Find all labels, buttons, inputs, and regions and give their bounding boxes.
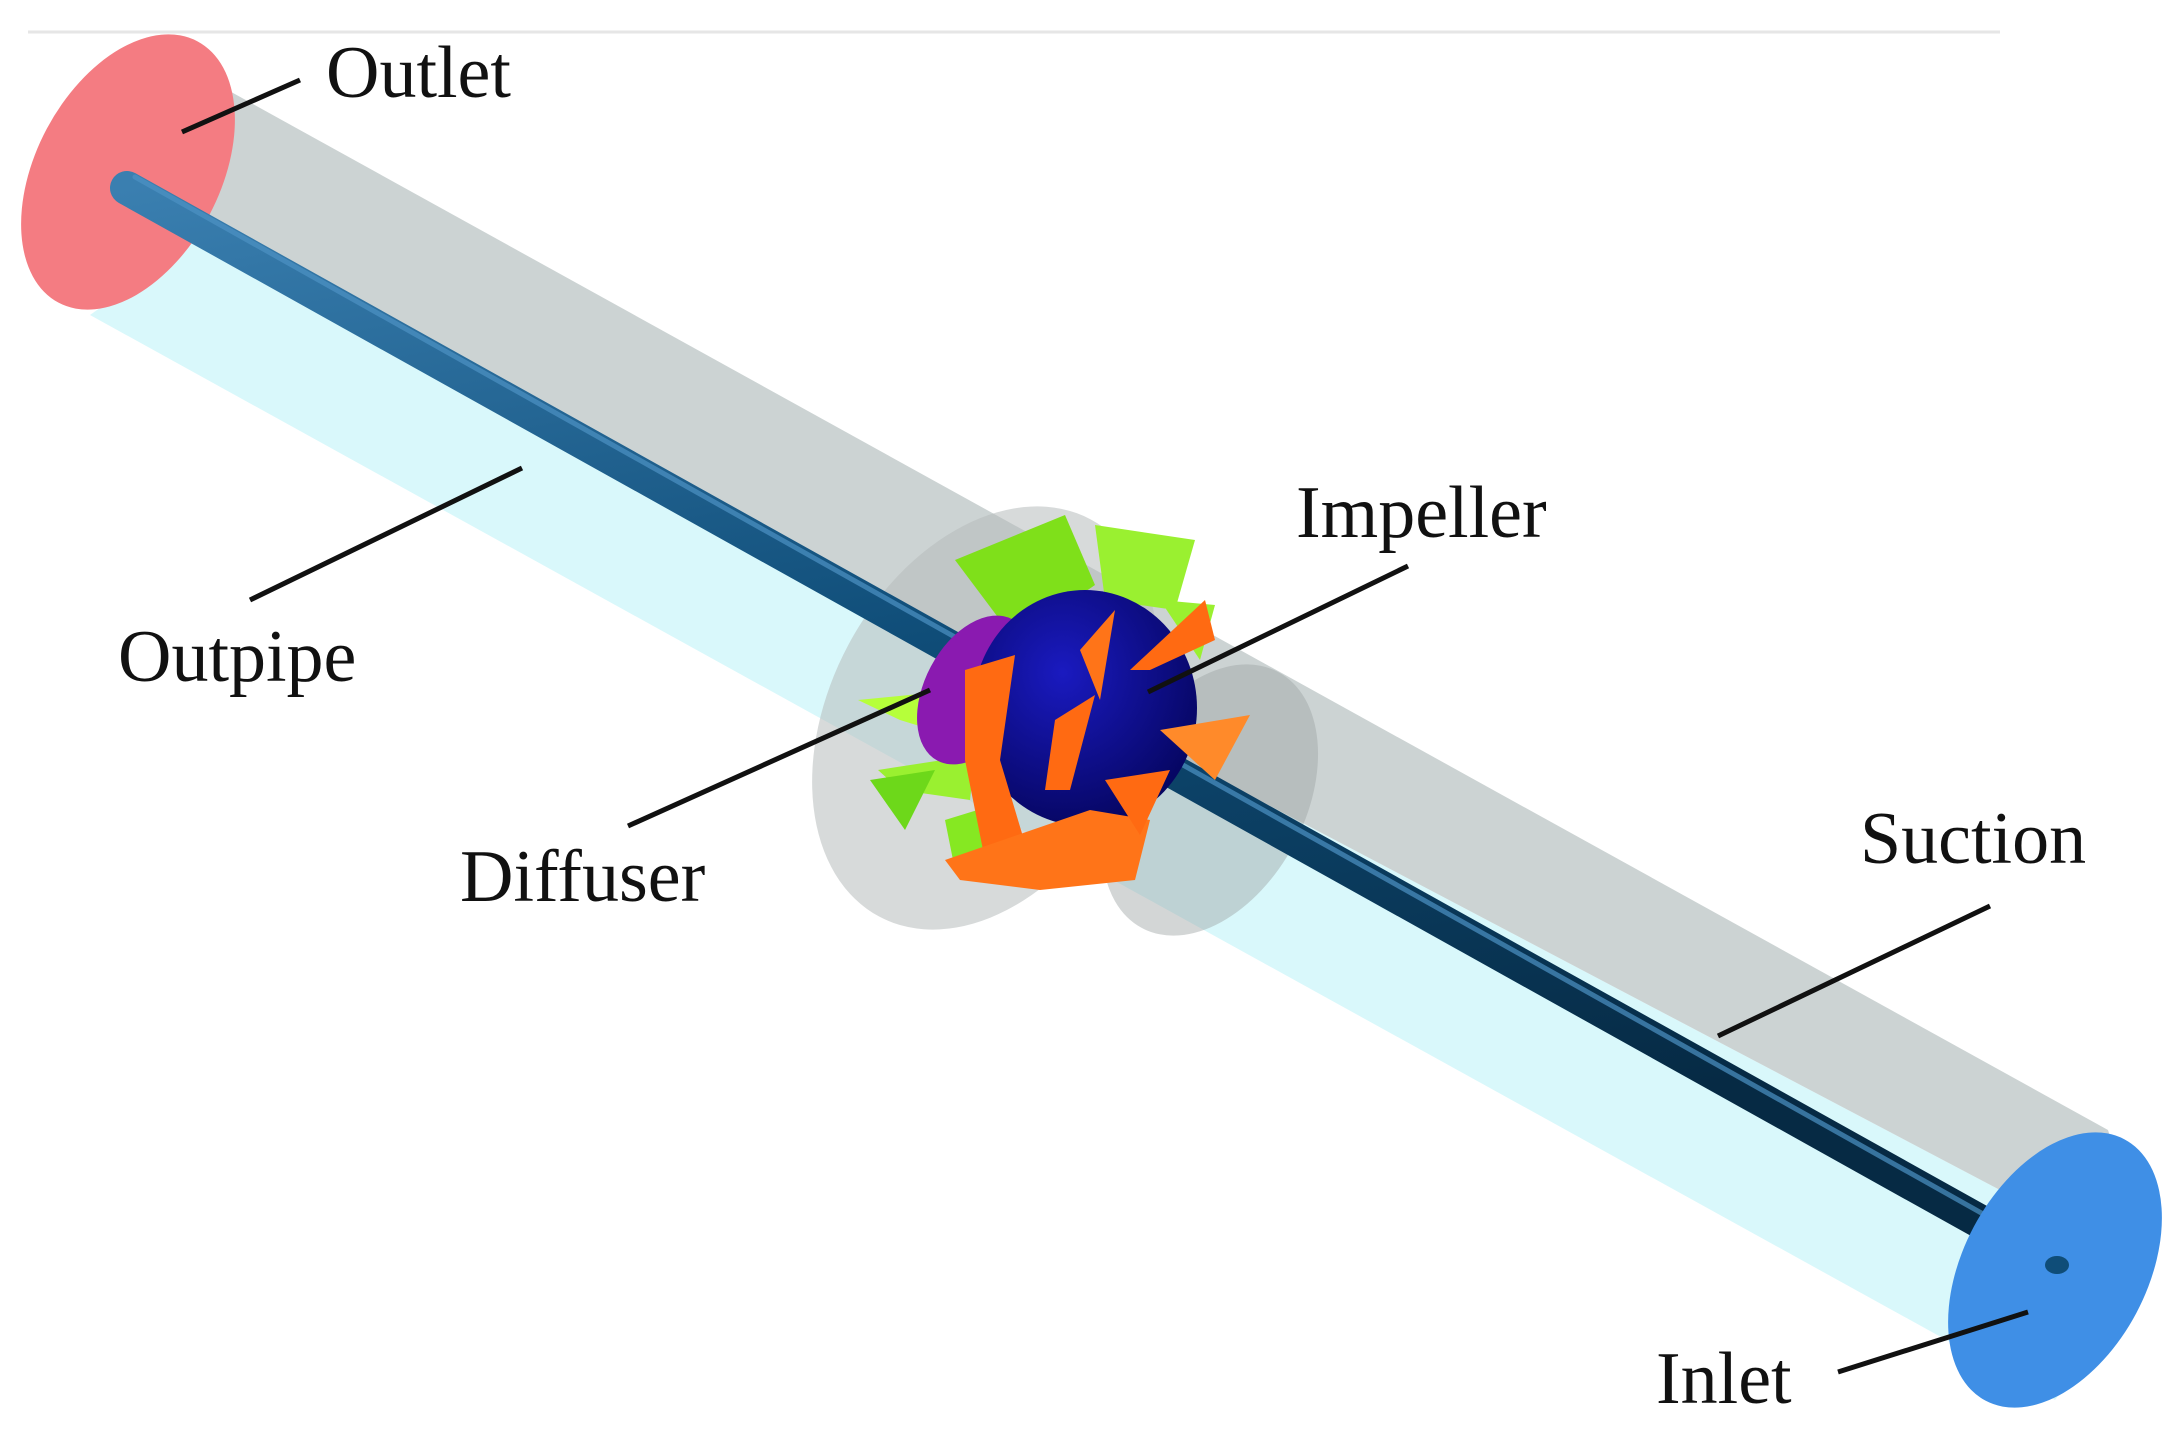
- outpipe-label: Outpipe: [118, 616, 357, 698]
- leader-line-suction: [1716, 903, 1992, 1039]
- leader-lines: [180, 77, 2029, 1375]
- outlet-label: Outlet: [326, 32, 511, 114]
- inlet-label: Inlet: [1656, 1338, 1792, 1420]
- suction-label: Suction: [1860, 798, 2087, 880]
- leader-line-inlet: [1837, 1309, 2029, 1375]
- impeller-label: Impeller: [1296, 472, 1547, 554]
- diffuser-label: Diffuser: [460, 836, 706, 918]
- leader-line-diffuser: [626, 687, 932, 829]
- leader-line-outpipe: [248, 465, 524, 603]
- leader-line-outlet: [180, 77, 302, 135]
- impeller-blades: [945, 600, 1250, 890]
- shaft-end-cap: [2045, 1256, 2069, 1274]
- leader-line-impeller: [1146, 563, 1410, 695]
